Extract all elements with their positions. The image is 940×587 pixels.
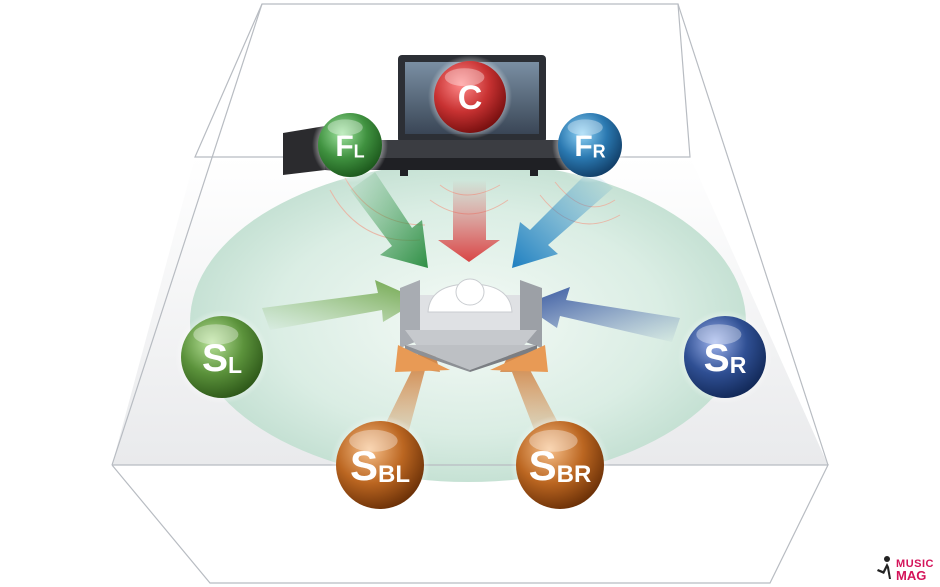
arrow-surround-left xyxy=(262,280,420,330)
speaker-highlight xyxy=(193,324,239,345)
speaker-ball xyxy=(336,421,424,509)
speaker-front-left: FL xyxy=(312,107,388,183)
arrow-front-left xyxy=(350,172,428,268)
speaker-ball xyxy=(516,421,604,509)
speaker-surround-back-left: SBL xyxy=(330,415,430,515)
speaker-surround-right: SR xyxy=(678,310,772,404)
speaker-highlight xyxy=(696,324,742,345)
speaker-highlight xyxy=(529,429,578,452)
watermark-line-2: MAG xyxy=(896,568,927,583)
speaker-center: C xyxy=(428,55,512,139)
speaker-front-right: FR xyxy=(552,107,628,183)
speaker-ball xyxy=(434,61,506,133)
speaker-surround-back-right: SBR xyxy=(510,415,610,515)
speaker-highlight xyxy=(567,119,603,136)
speaker-ball xyxy=(558,113,622,177)
speaker-label: SBL xyxy=(350,442,410,489)
speaker-highlight xyxy=(444,68,485,87)
arrow-surround-right xyxy=(523,287,680,342)
speaker-ball xyxy=(318,113,382,177)
arrow-center xyxy=(438,180,500,262)
speaker-label: SL xyxy=(202,337,242,380)
speaker-ball xyxy=(684,316,766,398)
speaker-highlight xyxy=(349,429,398,452)
listener-figure xyxy=(427,278,513,313)
watermark-logo: MUSIC MAG xyxy=(875,555,934,583)
speaker-highlight xyxy=(327,119,363,136)
speaker-label: FL xyxy=(335,130,364,163)
watermark-line-1: MUSIC xyxy=(896,558,934,570)
speaker-label: FR xyxy=(574,130,605,163)
speaker-ball xyxy=(181,316,263,398)
speaker-label: SBR xyxy=(529,442,592,489)
speaker-surround-left: SL xyxy=(175,310,269,404)
music-figure-icon xyxy=(877,556,892,579)
speaker-label: SR xyxy=(704,337,747,380)
speaker-label: C xyxy=(458,79,483,117)
arrow-front-right xyxy=(512,170,613,268)
